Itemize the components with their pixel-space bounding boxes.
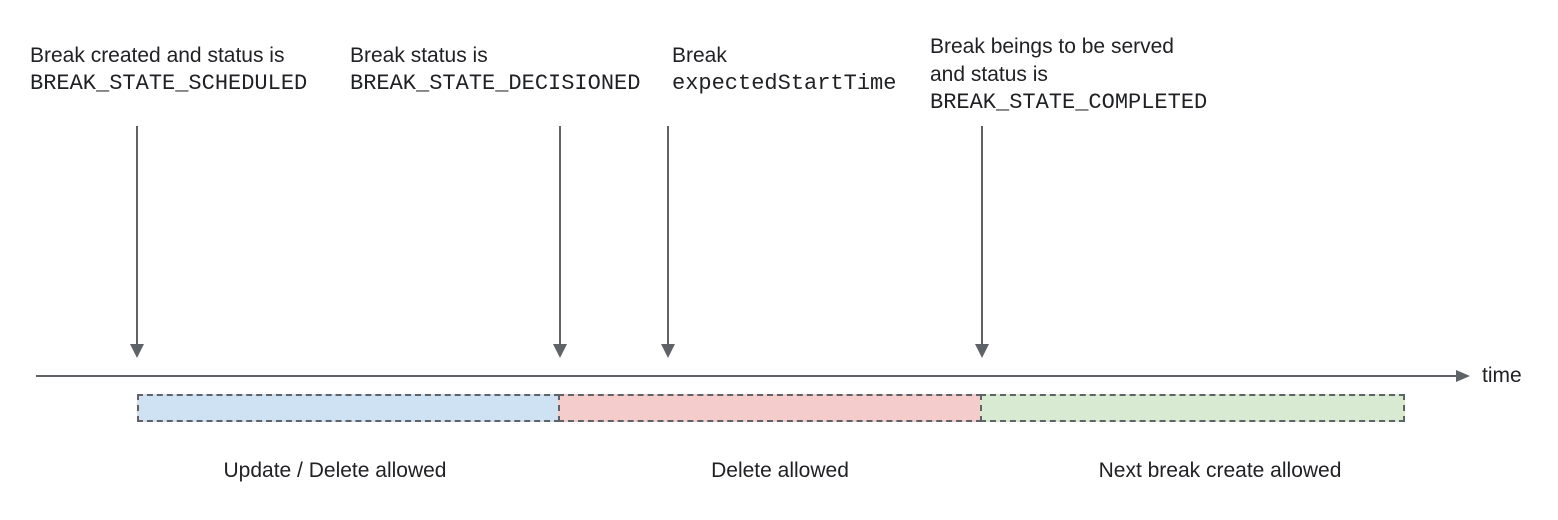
annotation-text: Break status is: [350, 44, 488, 67]
segment-label-next-break-create: Next break create allowed: [1098, 459, 1342, 482]
annotation-break-completed: Break beings to be served and status is …: [930, 33, 1207, 117]
segment-label-update-delete: Update / Delete allowed: [223, 459, 447, 482]
segment-update-delete-allowed: [137, 394, 560, 422]
time-axis-label: time: [1482, 364, 1522, 387]
time-axis-arrow-icon: [1456, 370, 1470, 382]
down-arrow-expected-start: [661, 126, 675, 358]
segment-label-delete: Delete allowed: [711, 459, 849, 482]
arrow-shaft: [981, 126, 983, 345]
annotation-expected-start-time: Break expectedStartTime: [672, 42, 896, 98]
arrow-head-icon: [553, 344, 567, 358]
arrow-head-icon: [130, 344, 144, 358]
down-arrow-scheduled: [130, 126, 144, 358]
annotation-text: and status is: [930, 63, 1048, 86]
arrow-shaft: [136, 126, 138, 345]
arrow-head-icon: [975, 344, 989, 358]
down-arrow-decisioned: [553, 126, 567, 358]
annotation-text: Break created and status is: [30, 44, 285, 67]
annotation-code: BREAK_STATE_SCHEDULED: [30, 71, 308, 96]
time-axis-line: [36, 375, 1456, 377]
annotation-break-scheduled: Break created and status is BREAK_STATE_…: [30, 42, 307, 98]
annotation-text: Break: [672, 44, 727, 67]
arrow-shaft: [667, 126, 669, 345]
segment-next-break-create-allowed: [980, 394, 1405, 422]
annotation-break-decisioned: Break status is BREAK_STATE_DECISIONED: [350, 42, 640, 98]
segment-delete-allowed: [558, 394, 982, 422]
down-arrow-completed: [975, 126, 989, 358]
annotation-code: expectedStartTime: [672, 71, 897, 96]
annotation-text: Break beings to be served: [930, 35, 1174, 58]
annotation-code: BREAK_STATE_COMPLETED: [930, 90, 1208, 115]
annotation-code: BREAK_STATE_DECISIONED: [350, 71, 641, 96]
arrow-head-icon: [661, 344, 675, 358]
arrow-shaft: [559, 126, 561, 345]
